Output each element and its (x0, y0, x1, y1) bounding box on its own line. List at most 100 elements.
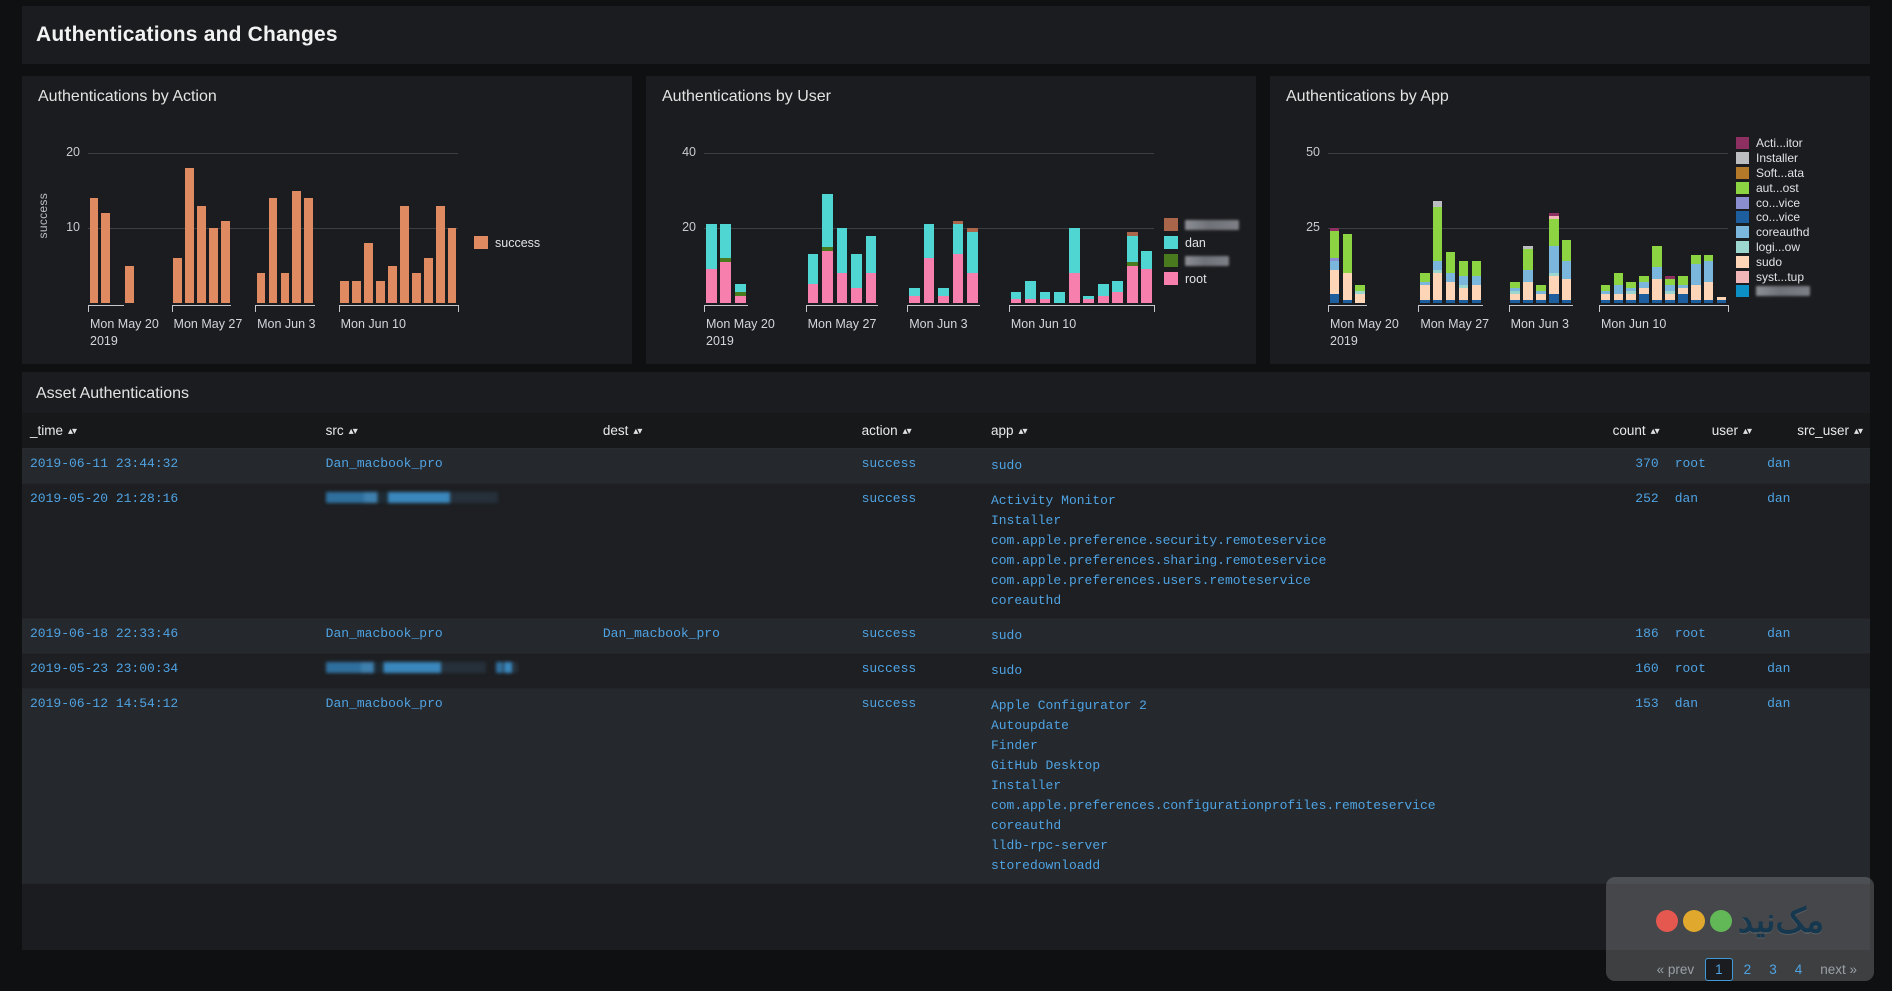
sort-icon[interactable]: ▴▾ (902, 426, 912, 437)
cell-time[interactable]: 2019-05-20 21:28:16 (22, 483, 318, 619)
cell-time[interactable]: 2019-06-18 22:33:46 (22, 618, 318, 654)
cell-dest[interactable] (594, 688, 854, 884)
bar[interactable] (340, 280, 350, 303)
bar[interactable] (125, 265, 135, 303)
bar[interactable] (1112, 280, 1124, 303)
bar[interactable] (865, 235, 877, 303)
bar[interactable] (1665, 276, 1675, 303)
bar[interactable] (1039, 291, 1051, 303)
bar[interactable] (1126, 231, 1138, 303)
bar[interactable] (1342, 234, 1353, 303)
cell-src-user[interactable]: dan (1759, 688, 1870, 884)
bar[interactable] (705, 224, 717, 303)
legend-item[interactable]: coreauthd (1736, 225, 1810, 240)
cell-user[interactable]: dan (1666, 688, 1760, 884)
cell-action[interactable]: success (853, 618, 983, 654)
cell-user[interactable]: root (1666, 618, 1760, 654)
bar[interactable] (1626, 282, 1636, 303)
cell-count[interactable]: 153 (1555, 688, 1667, 884)
legend-item[interactable]: Soft...ata (1736, 166, 1810, 181)
bar[interactable] (923, 224, 935, 303)
cell-src[interactable]: Dan_macbook_pro (317, 688, 595, 884)
cell-action[interactable]: success (853, 448, 983, 484)
bar[interactable] (1536, 285, 1546, 303)
cell-app[interactable]: sudo (982, 618, 1556, 654)
bar[interactable] (208, 228, 218, 303)
app-entry[interactable]: storedownloadd (990, 858, 1101, 873)
cell-user[interactable]: root (1666, 653, 1760, 689)
legend-item[interactable] (1164, 252, 1239, 269)
bar[interactable] (1141, 250, 1153, 303)
bar[interactable] (1690, 255, 1701, 303)
legend-item[interactable]: syst...tup (1736, 269, 1810, 284)
column-header-user[interactable]: user▴▾ (1666, 413, 1760, 449)
legend-item[interactable]: Acti...itor (1736, 136, 1810, 151)
cell-src[interactable] (317, 653, 595, 689)
app-entry[interactable]: coreauthd (990, 818, 1062, 833)
column-header-action[interactable]: action▴▾ (853, 413, 983, 449)
cell-src-user[interactable]: dan (1759, 483, 1870, 619)
cell-dest[interactable] (594, 448, 854, 484)
cell-count[interactable]: 370 (1555, 448, 1667, 484)
app-entry[interactable]: Autoupdate (990, 718, 1069, 733)
bar[interactable] (1025, 280, 1036, 303)
pagination-page-2[interactable]: 2 (1743, 962, 1752, 977)
bar[interactable] (256, 273, 266, 303)
app-entry[interactable]: com.apple.preferences.sharing.remoteserv… (990, 553, 1327, 568)
sort-icon[interactable]: ▴▾ (68, 426, 77, 437)
cell-time[interactable]: 2019-06-12 14:54:12 (22, 688, 318, 884)
app-entry[interactable]: com.apple.preferences.configurationprofi… (990, 798, 1436, 813)
column-header-app[interactable]: app▴▾ (982, 413, 1556, 449)
legend-item[interactable]: dan (1164, 234, 1239, 251)
cell-user[interactable]: root (1666, 448, 1760, 484)
legend-item[interactable]: success (474, 234, 540, 251)
cell-count[interactable]: 252 (1555, 483, 1667, 619)
legend-item[interactable]: Installer (1736, 151, 1810, 166)
bar[interactable] (1329, 228, 1340, 303)
cell-src-user[interactable]: dan (1759, 448, 1870, 484)
cell-action[interactable]: success (853, 688, 983, 884)
sort-icon[interactable]: ▴▾ (1853, 426, 1863, 437)
bar[interactable] (734, 284, 746, 303)
bar[interactable] (851, 254, 862, 303)
bar[interactable] (822, 194, 833, 303)
chart-legend-action[interactable]: success (474, 234, 540, 252)
app-entry[interactable]: sudo (990, 628, 1023, 643)
column-header-src[interactable]: src▴▾ (317, 413, 595, 449)
bar[interactable] (1432, 201, 1443, 303)
cell-count[interactable]: 186 (1555, 618, 1667, 654)
cell-src-user[interactable]: dan (1759, 618, 1870, 654)
pagination-next[interactable]: next » (1820, 962, 1857, 977)
bar[interactable] (1083, 295, 1095, 303)
bar[interactable] (1678, 276, 1688, 303)
column-header-src_user[interactable]: src_user▴▾ (1759, 413, 1870, 449)
app-entry[interactable]: sudo (990, 663, 1023, 678)
cell-app[interactable]: sudo (982, 653, 1556, 689)
cell-app[interactable]: sudo (982, 448, 1556, 484)
bar[interactable] (967, 228, 978, 303)
app-entry[interactable]: sudo (990, 458, 1023, 473)
bar[interactable] (352, 280, 361, 303)
bar[interactable] (807, 254, 819, 303)
column-header-time[interactable]: _time▴▾ (22, 413, 318, 449)
bar[interactable] (173, 258, 182, 303)
bar[interactable] (1561, 240, 1572, 303)
bar[interactable] (909, 288, 920, 303)
bar[interactable] (938, 288, 949, 303)
column-header-count[interactable]: count▴▾ (1555, 413, 1667, 449)
bar[interactable] (376, 280, 385, 303)
bar[interactable] (304, 198, 314, 303)
legend-item[interactable]: sudo (1736, 254, 1810, 269)
app-entry[interactable]: Finder (990, 738, 1038, 753)
bar[interactable] (423, 258, 433, 303)
app-entry[interactable]: Installer (990, 513, 1062, 528)
